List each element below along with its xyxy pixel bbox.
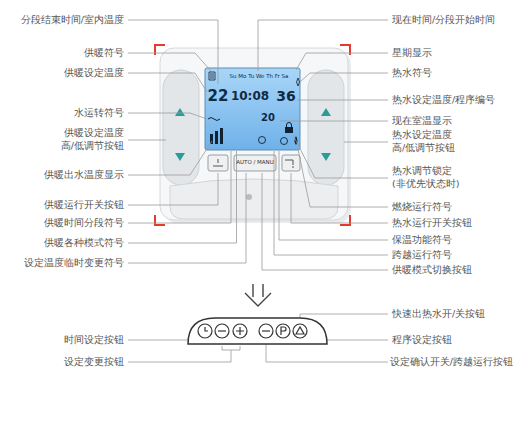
up-triangle: [321, 108, 331, 116]
callout-label: 热水调节锁定 (非优先状态时): [392, 165, 460, 191]
callout-label: 供暖符号: [84, 47, 124, 60]
callout-label: 星期显示: [392, 47, 432, 60]
hot-water-button: [282, 155, 300, 171]
button-strip: [188, 318, 327, 344]
device-body: [160, 48, 348, 220]
lcd-readout: 20: [261, 113, 275, 123]
lcd-readout: AUTO / MANU: [236, 160, 273, 166]
callout-label: 水运转符号: [74, 107, 124, 120]
lcd-screen: [205, 68, 300, 150]
callout-label: 热水设定温度 高/低调节按钮: [392, 129, 460, 155]
callout-label: 供暖设定温度 高/低调节按钮: [56, 127, 124, 153]
bottom-flap: [170, 179, 338, 219]
mode-icon: [281, 138, 288, 145]
callout-label: 供暖时间分段符号: [44, 217, 124, 230]
lock-shackle: [287, 123, 292, 128]
tap-icon: [285, 160, 293, 168]
callout-label: 燃烧运行符号: [392, 201, 452, 214]
callout-label: 热水运行开关按钮: [392, 217, 472, 230]
heating-icon: [209, 72, 215, 80]
mode-button: [234, 155, 276, 171]
heating-switch-button: [208, 155, 228, 171]
lcd-readout: 22: [208, 89, 229, 104]
callout-label: 供暖运行开关按钮: [44, 199, 124, 212]
callout-label: 现在时间/分段开始时间: [392, 14, 495, 27]
left-button-panel: [163, 70, 199, 185]
down-triangle: [175, 153, 185, 161]
callout-label: 供暖模式切换按钮: [392, 264, 472, 277]
callout-label: 分段结束时间/室内温度: [21, 14, 124, 27]
logo-mark: [246, 194, 252, 200]
callout-label: 供暖设定温度: [64, 67, 124, 80]
lock-icon: [285, 127, 293, 133]
up-triangle: [175, 108, 185, 116]
lcd-readout: Su Mo Tu We Th Fr Sa: [230, 74, 289, 80]
button-icon: [213, 159, 223, 166]
callout-label: 快速出热水开/关按钮: [392, 308, 485, 321]
mode-icon: [259, 137, 266, 144]
lcd-readout: 10:08: [231, 90, 269, 102]
down-arrow: [245, 284, 271, 306]
callout-label: 设定变更按钮: [64, 356, 124, 369]
water-icon: [208, 118, 220, 121]
callout-label: 供暖各种模式符号: [44, 237, 124, 250]
lcd-readout: 36: [276, 89, 295, 103]
callout-label: 跨越运行符号: [392, 249, 452, 262]
right-button-panel: [308, 70, 344, 185]
callout-label: 设定温度临时变更符号: [24, 257, 124, 270]
leader-lines: [128, 20, 388, 362]
body-shadow: [163, 51, 351, 223]
callout-label: 现在室温显示: [392, 115, 452, 128]
corner-brackets: [155, 45, 350, 225]
callout-label: 保温功能符号: [392, 234, 452, 247]
callout-label: 时间设定按钮: [64, 334, 124, 347]
callout-label: 热水设定温度/程序编号: [392, 94, 495, 107]
callout-label: 供暖出水温度显示: [44, 169, 124, 182]
hot-water-icon: [297, 78, 300, 86]
strip-buttons: [198, 324, 307, 338]
callout-label: 热水符号: [392, 67, 432, 80]
down-triangle: [321, 153, 331, 161]
callout-label: 设定确认开关/跨越运行按钮: [390, 356, 513, 369]
callout-label: 程序设定按钮: [392, 334, 452, 347]
